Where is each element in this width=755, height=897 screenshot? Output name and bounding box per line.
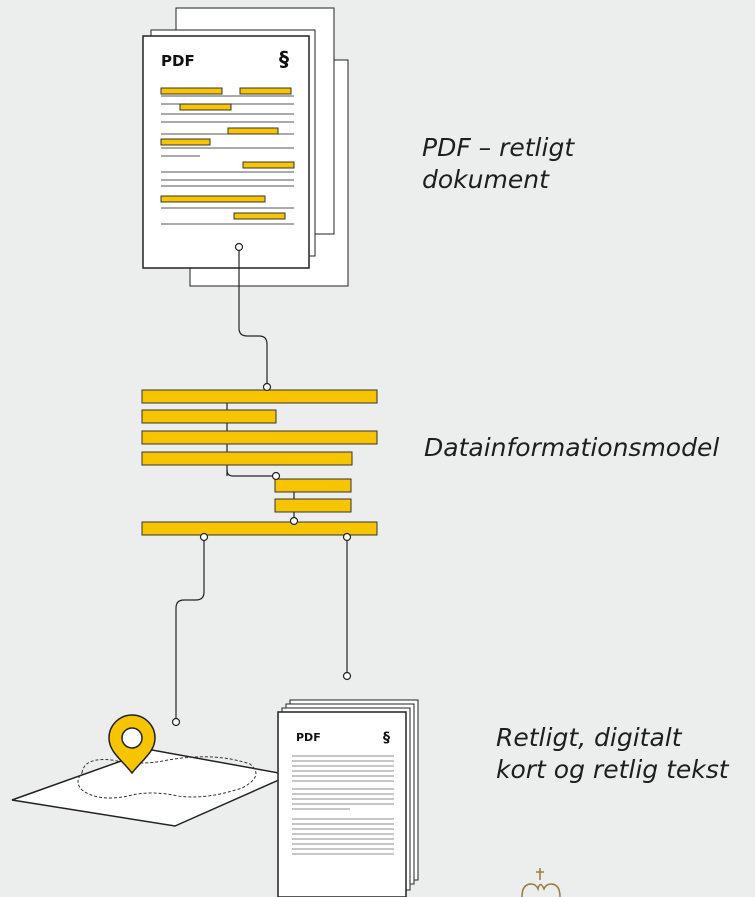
location-pin-icon: [108, 714, 156, 775]
model-bar: [274, 478, 352, 493]
connector-node: [199, 532, 209, 542]
label-pdf-document-line1: PDF – retligt: [422, 133, 575, 162]
model-bar: [141, 451, 353, 466]
label-map-and-text-line1: Retligt, digitalt: [496, 723, 682, 752]
pdf-document-stack-bottom: PDF §: [277, 699, 419, 897]
connector-line-model-to-map: [175, 541, 205, 718]
pdf-tag-bottom: PDF: [296, 731, 321, 744]
document-text-lines: [292, 755, 394, 855]
label-data-model: Datainformationsmodel: [424, 433, 720, 462]
pdf-document-stack-top: PDF §: [142, 7, 349, 287]
paragraph-symbol-top: §: [279, 47, 289, 71]
pdf-tag-top: PDF: [161, 52, 195, 70]
model-bar: [141, 521, 378, 536]
label-map-and-text-line2: kort og retlig tekst: [496, 755, 729, 784]
connector-node: [342, 532, 352, 542]
model-bar: [141, 409, 277, 424]
model-bar: [141, 430, 378, 445]
crown-crest-icon: [521, 868, 561, 897]
connector-node: [271, 471, 281, 481]
paragraph-symbol-bottom: §: [383, 730, 390, 746]
label-pdf-document-line2: dokument: [422, 165, 549, 194]
document-text-lines: [161, 95, 294, 225]
connector-node: [289, 516, 299, 526]
connector-node: [262, 382, 272, 392]
connector-node: [342, 671, 352, 681]
digital-map: [11, 714, 293, 827]
label-pdf-document: PDF – retligt dokument: [422, 132, 574, 196]
connector-line-document-to-model: [238, 251, 268, 384]
label-map-and-text: Retligt, digitalt kort og retlig tekst: [496, 722, 729, 786]
connector-node: [171, 717, 181, 727]
model-bar: [274, 498, 352, 513]
highlighted-passages: [160, 87, 295, 220]
connector-node: [234, 242, 244, 252]
data-information-model: [141, 382, 378, 542]
model-bar: [141, 389, 378, 404]
